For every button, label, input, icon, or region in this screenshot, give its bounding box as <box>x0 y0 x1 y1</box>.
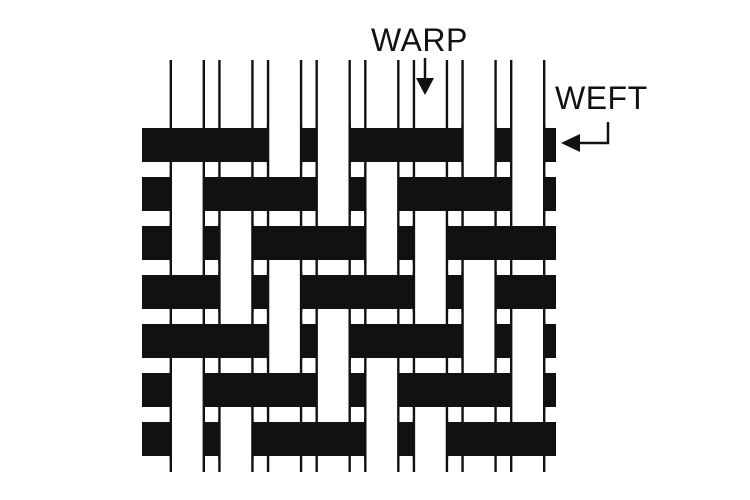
weft-label: WEFT <box>555 80 648 116</box>
warp-thread <box>461 60 497 472</box>
warp-float <box>315 321 351 361</box>
warp-arrow-icon <box>416 58 434 95</box>
warp-float <box>218 223 254 263</box>
warp-float <box>364 223 400 263</box>
warp-float <box>412 223 449 263</box>
warp-float <box>461 272 497 312</box>
warp-float <box>461 125 497 165</box>
warp-label: WARP <box>371 22 468 58</box>
warp-thread <box>509 60 546 472</box>
warp-float <box>169 419 206 459</box>
warp-float <box>315 125 351 165</box>
warp-float <box>169 370 206 410</box>
warp-float <box>364 174 400 214</box>
weft-thread <box>142 226 556 260</box>
warp-float <box>461 321 497 361</box>
warp-float <box>364 419 400 459</box>
warp-thread <box>169 60 206 472</box>
warp-float <box>509 174 546 214</box>
warp-thread <box>364 60 400 472</box>
warp-thread <box>266 60 303 472</box>
warp-float <box>169 223 206 263</box>
warp-float <box>315 174 351 214</box>
warp-float <box>266 125 303 165</box>
warp-float <box>412 272 449 312</box>
warp-float <box>218 272 254 312</box>
warp-float <box>509 125 546 165</box>
warp-float <box>412 419 449 459</box>
warp-thread <box>315 60 351 472</box>
warp-float <box>509 321 546 361</box>
weft-arrow-icon <box>561 122 610 152</box>
warp-float <box>509 370 546 410</box>
warp-thread <box>218 60 254 472</box>
warp-float <box>169 174 206 214</box>
warp-float <box>364 370 400 410</box>
warp-thread <box>412 60 449 472</box>
warp-float <box>218 419 254 459</box>
warp-float <box>266 321 303 361</box>
warp-float <box>315 370 351 410</box>
weft-thread <box>142 422 556 456</box>
warp-float <box>266 272 303 312</box>
